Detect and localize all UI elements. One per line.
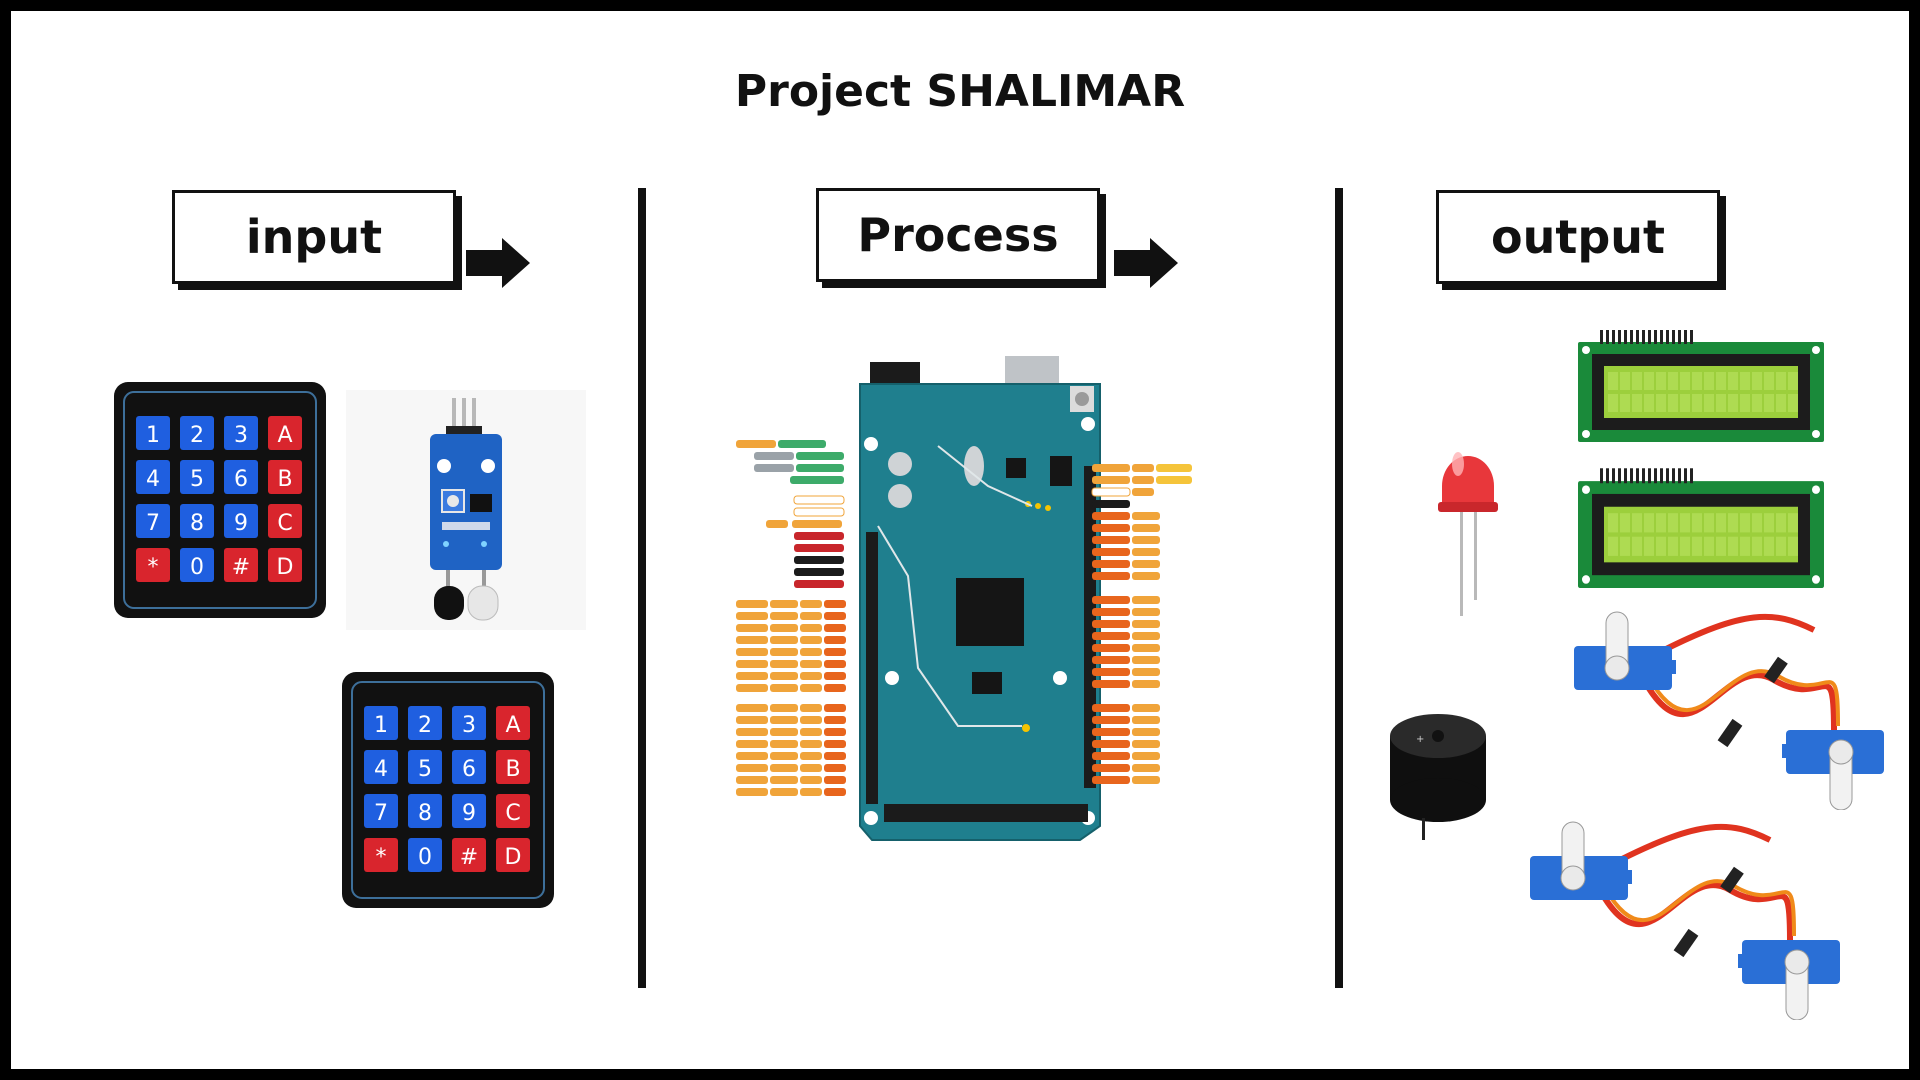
svg-text:C: C xyxy=(505,801,520,826)
svg-text:6: 6 xyxy=(234,467,248,492)
keypad-key: 2 xyxy=(180,416,214,450)
keypad-key: A xyxy=(496,706,530,740)
divider-left xyxy=(638,188,646,988)
keypad-key: * xyxy=(136,548,170,582)
keypad-key: 8 xyxy=(408,794,442,828)
ir-sensor-component xyxy=(346,390,586,630)
keypad-key: 0 xyxy=(408,838,442,872)
svg-text:3: 3 xyxy=(234,423,248,448)
stage-output-box: output xyxy=(1436,190,1720,284)
svg-text:8: 8 xyxy=(190,511,204,536)
stage-input-box: input xyxy=(172,190,456,284)
keypad-key: 5 xyxy=(180,460,214,494)
svg-text:B: B xyxy=(277,467,292,492)
keypad-image-icon: 1 2 3 A 4 5 6 B 7 8 9 C * 0 # D xyxy=(342,672,554,908)
keypad-key: * xyxy=(364,838,398,872)
keypad-key: 3 xyxy=(452,706,486,740)
keypad-key: 5 xyxy=(408,750,442,784)
red-led-component xyxy=(1438,424,1498,624)
lcd-display-component-1 xyxy=(1578,326,1824,442)
keypad-component-1: 1 2 3 A 4 5 6 B 7 8 9 C * 0 # D xyxy=(114,382,326,618)
servo-pair-component-1 xyxy=(1574,610,1884,810)
svg-text:C: C xyxy=(277,511,292,536)
arduino-mega-component xyxy=(728,356,1226,846)
keypad-key: A xyxy=(268,416,302,450)
keypad-key: 7 xyxy=(136,504,170,538)
svg-text:*: * xyxy=(148,555,159,580)
keypad-key: D xyxy=(268,548,302,582)
piezo-buzzer-icon: + xyxy=(1390,714,1486,840)
svg-text:#: # xyxy=(232,555,250,580)
svg-text:7: 7 xyxy=(146,511,160,536)
keypad-key: C xyxy=(268,504,302,538)
svg-text:2: 2 xyxy=(418,713,432,738)
keypad-key: 6 xyxy=(452,750,486,784)
diagram-title: Project SHALIMAR xyxy=(734,66,1186,117)
keypad-key: 0 xyxy=(180,548,214,582)
stage-output-label: output xyxy=(1490,210,1665,264)
svg-text:4: 4 xyxy=(374,757,388,782)
ir-sensor-icon xyxy=(346,390,586,630)
svg-text:D: D xyxy=(505,845,522,870)
keypad-key: 1 xyxy=(364,706,398,740)
keypad-key: D xyxy=(496,838,530,872)
keypad-component-2: 1 2 3 A 4 5 6 B 7 8 9 C * 0 # D xyxy=(342,672,554,908)
svg-text:5: 5 xyxy=(418,757,432,782)
buzzer-component: + xyxy=(1388,712,1488,840)
svg-text:D: D xyxy=(277,555,294,580)
process-to-output-arrow-icon xyxy=(1114,238,1178,288)
stage-process-box: Process xyxy=(816,188,1100,282)
keypad-key: 9 xyxy=(224,504,258,538)
stage-process-label: Process xyxy=(857,208,1059,262)
lcd-16x2-icon xyxy=(1578,330,1824,442)
lcd-16x2-icon xyxy=(1578,468,1824,588)
svg-text:1: 1 xyxy=(374,713,388,738)
keypad-key: 6 xyxy=(224,460,258,494)
servo-pair-component-2 xyxy=(1530,820,1840,1020)
lcd-display-component-2 xyxy=(1578,464,1824,588)
svg-text:+: + xyxy=(1416,734,1424,745)
svg-text:7: 7 xyxy=(374,801,388,826)
svg-text:0: 0 xyxy=(418,845,432,870)
input-to-process-arrow-icon xyxy=(466,238,530,288)
keypad-key: B xyxy=(268,460,302,494)
keypad-key: B xyxy=(496,750,530,784)
arduino-mega-pinout-icon xyxy=(736,356,1192,841)
red-led-icon xyxy=(1438,452,1498,616)
svg-text:2: 2 xyxy=(190,423,204,448)
svg-text:1: 1 xyxy=(146,423,160,448)
micro-servo-icon xyxy=(1530,821,1840,1020)
svg-text:9: 9 xyxy=(234,511,248,536)
keypad-image-icon: 1 2 3 A 4 5 6 B 7 8 9 C * 0 # D xyxy=(114,382,326,618)
keypad-key: 4 xyxy=(364,750,398,784)
keypad-key: # xyxy=(224,548,258,582)
svg-text:A: A xyxy=(505,713,520,738)
keypad-key: 1 xyxy=(136,416,170,450)
stage-input-label: input xyxy=(245,210,383,264)
svg-text:B: B xyxy=(505,757,520,782)
divider-right xyxy=(1335,188,1343,988)
keypad-key: 4 xyxy=(136,460,170,494)
svg-text:0: 0 xyxy=(190,555,204,580)
keypad-key: # xyxy=(452,838,486,872)
keypad-key: 7 xyxy=(364,794,398,828)
svg-text:*: * xyxy=(376,845,387,870)
svg-text:8: 8 xyxy=(418,801,432,826)
svg-text:3: 3 xyxy=(462,713,476,738)
keypad-key: 2 xyxy=(408,706,442,740)
svg-text:9: 9 xyxy=(462,801,476,826)
micro-servo-icon xyxy=(1574,611,1884,810)
keypad-key: 3 xyxy=(224,416,258,450)
svg-text:4: 4 xyxy=(146,467,160,492)
svg-text:#: # xyxy=(460,845,478,870)
keypad-key: C xyxy=(496,794,530,828)
svg-text:6: 6 xyxy=(462,757,476,782)
svg-text:A: A xyxy=(277,423,292,448)
keypad-key: 8 xyxy=(180,504,214,538)
svg-text:5: 5 xyxy=(190,467,204,492)
keypad-key: 9 xyxy=(452,794,486,828)
